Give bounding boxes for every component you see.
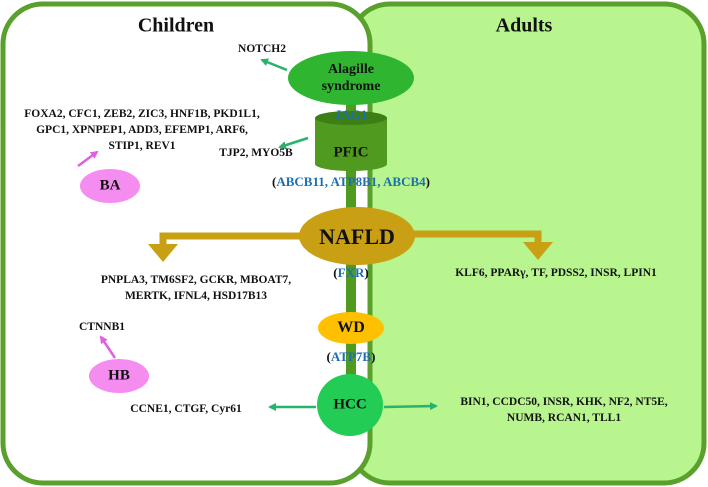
pfic-genes-close: ) [425, 174, 430, 189]
hcc-label: HCC [333, 396, 367, 413]
ba-node [80, 169, 140, 203]
nafld-arrow-right [414, 230, 553, 260]
pfic-label: PFIC [333, 144, 369, 161]
ba-gene-line3: STIP1, REV1 [108, 140, 176, 152]
alagille-label-line2: syndrome [321, 79, 381, 94]
adults-title: Adults [495, 14, 553, 37]
hcc-children-genes: CCNE1, CTGF, Cyr61 [130, 403, 242, 415]
alagille-to-notch2-arrow [260, 58, 288, 72]
hb-gene: CTNNB1 [78, 321, 126, 333]
alagille-label-line1: Alagille [328, 62, 374, 77]
hcc-adults-line2: NUMB, RCAN1, TLL1 [506, 412, 622, 424]
atp7b-open: ( [326, 349, 331, 364]
nafld-children-line2: MERTK, IFNL4, HSD17B13 [124, 290, 268, 302]
ba-gene-line1: FOXA2, CFC1, ZEB2, ZIC3, HNF1B, PKD1L1, [24, 108, 260, 120]
pfic-genes-open: ( [272, 174, 277, 189]
atp7b-blue: ATP7B [330, 349, 372, 364]
wd-label: WD [337, 319, 365, 336]
hcc-node [317, 374, 383, 436]
hcc-adults-line1: BIN1, CCDC50, INSR, KHK, NF2, NT5E, [460, 396, 668, 408]
hb-to-ctnnb1-arrow [99, 335, 117, 359]
pfic-children-genes: TJP2, MYO5B [219, 147, 293, 159]
fxr-blue: FXR [337, 265, 365, 280]
hcc-to-adults-genes-arrow [383, 402, 438, 411]
children-title: Children [137, 14, 215, 37]
fxr-gene: (FXR) [333, 265, 368, 281]
nafld-node [299, 207, 415, 265]
nafld-adults-genes: KLF6, PPARγ, TF, PDSS2, INSR, LPIN1 [455, 267, 657, 279]
wd-node [318, 312, 384, 344]
nafld-children-genes: PNPLA3, TM6SF2, GCKR, MBOAT7, MERTK, IFN… [101, 272, 291, 304]
atp7b-close: ) [371, 349, 376, 364]
pfic-to-genes-arrow [278, 136, 309, 149]
jag1-gene: JAG1 [334, 107, 368, 122]
pfic-node [315, 111, 387, 171]
hcc-adults-genes: BIN1, CCDC50, INSR, KHK, NF2, NT5E, NUMB… [460, 394, 667, 426]
pfic-genes-blue: ABCB11, ATP8B1, ABCB4 [276, 174, 426, 189]
nafld-children-line1: PNPLA3, TM6SF2, GCKR, MBOAT7, [100, 274, 292, 286]
nafld-arrow-left [148, 232, 300, 262]
ba-gene-line2: GPC1, XPNPEP1, ADD3, EFEMP1, ARF6, [36, 124, 248, 136]
alagille-label: Alagille syndrome [322, 61, 381, 95]
ba-gene-list: FOXA2, CFC1, ZEB2, ZIC3, HNF1B, PKD1L1, … [24, 106, 259, 154]
hb-label: HB [108, 367, 130, 384]
alagille-node [288, 51, 414, 105]
atp7b-gene: (ATP7B) [327, 349, 376, 365]
hb-node [89, 359, 149, 393]
ba-to-genes-arrow [77, 150, 99, 168]
notch2-gene: NOTCH2 [238, 43, 286, 55]
fxr-open: ( [333, 265, 338, 280]
fxr-close: ) [364, 265, 369, 280]
pfic-adults-genes: (ABCB11, ATP8B1, ABCB4) [272, 174, 430, 190]
nafld-label: NAFLD [319, 224, 395, 249]
ba-label: BA [99, 177, 121, 194]
